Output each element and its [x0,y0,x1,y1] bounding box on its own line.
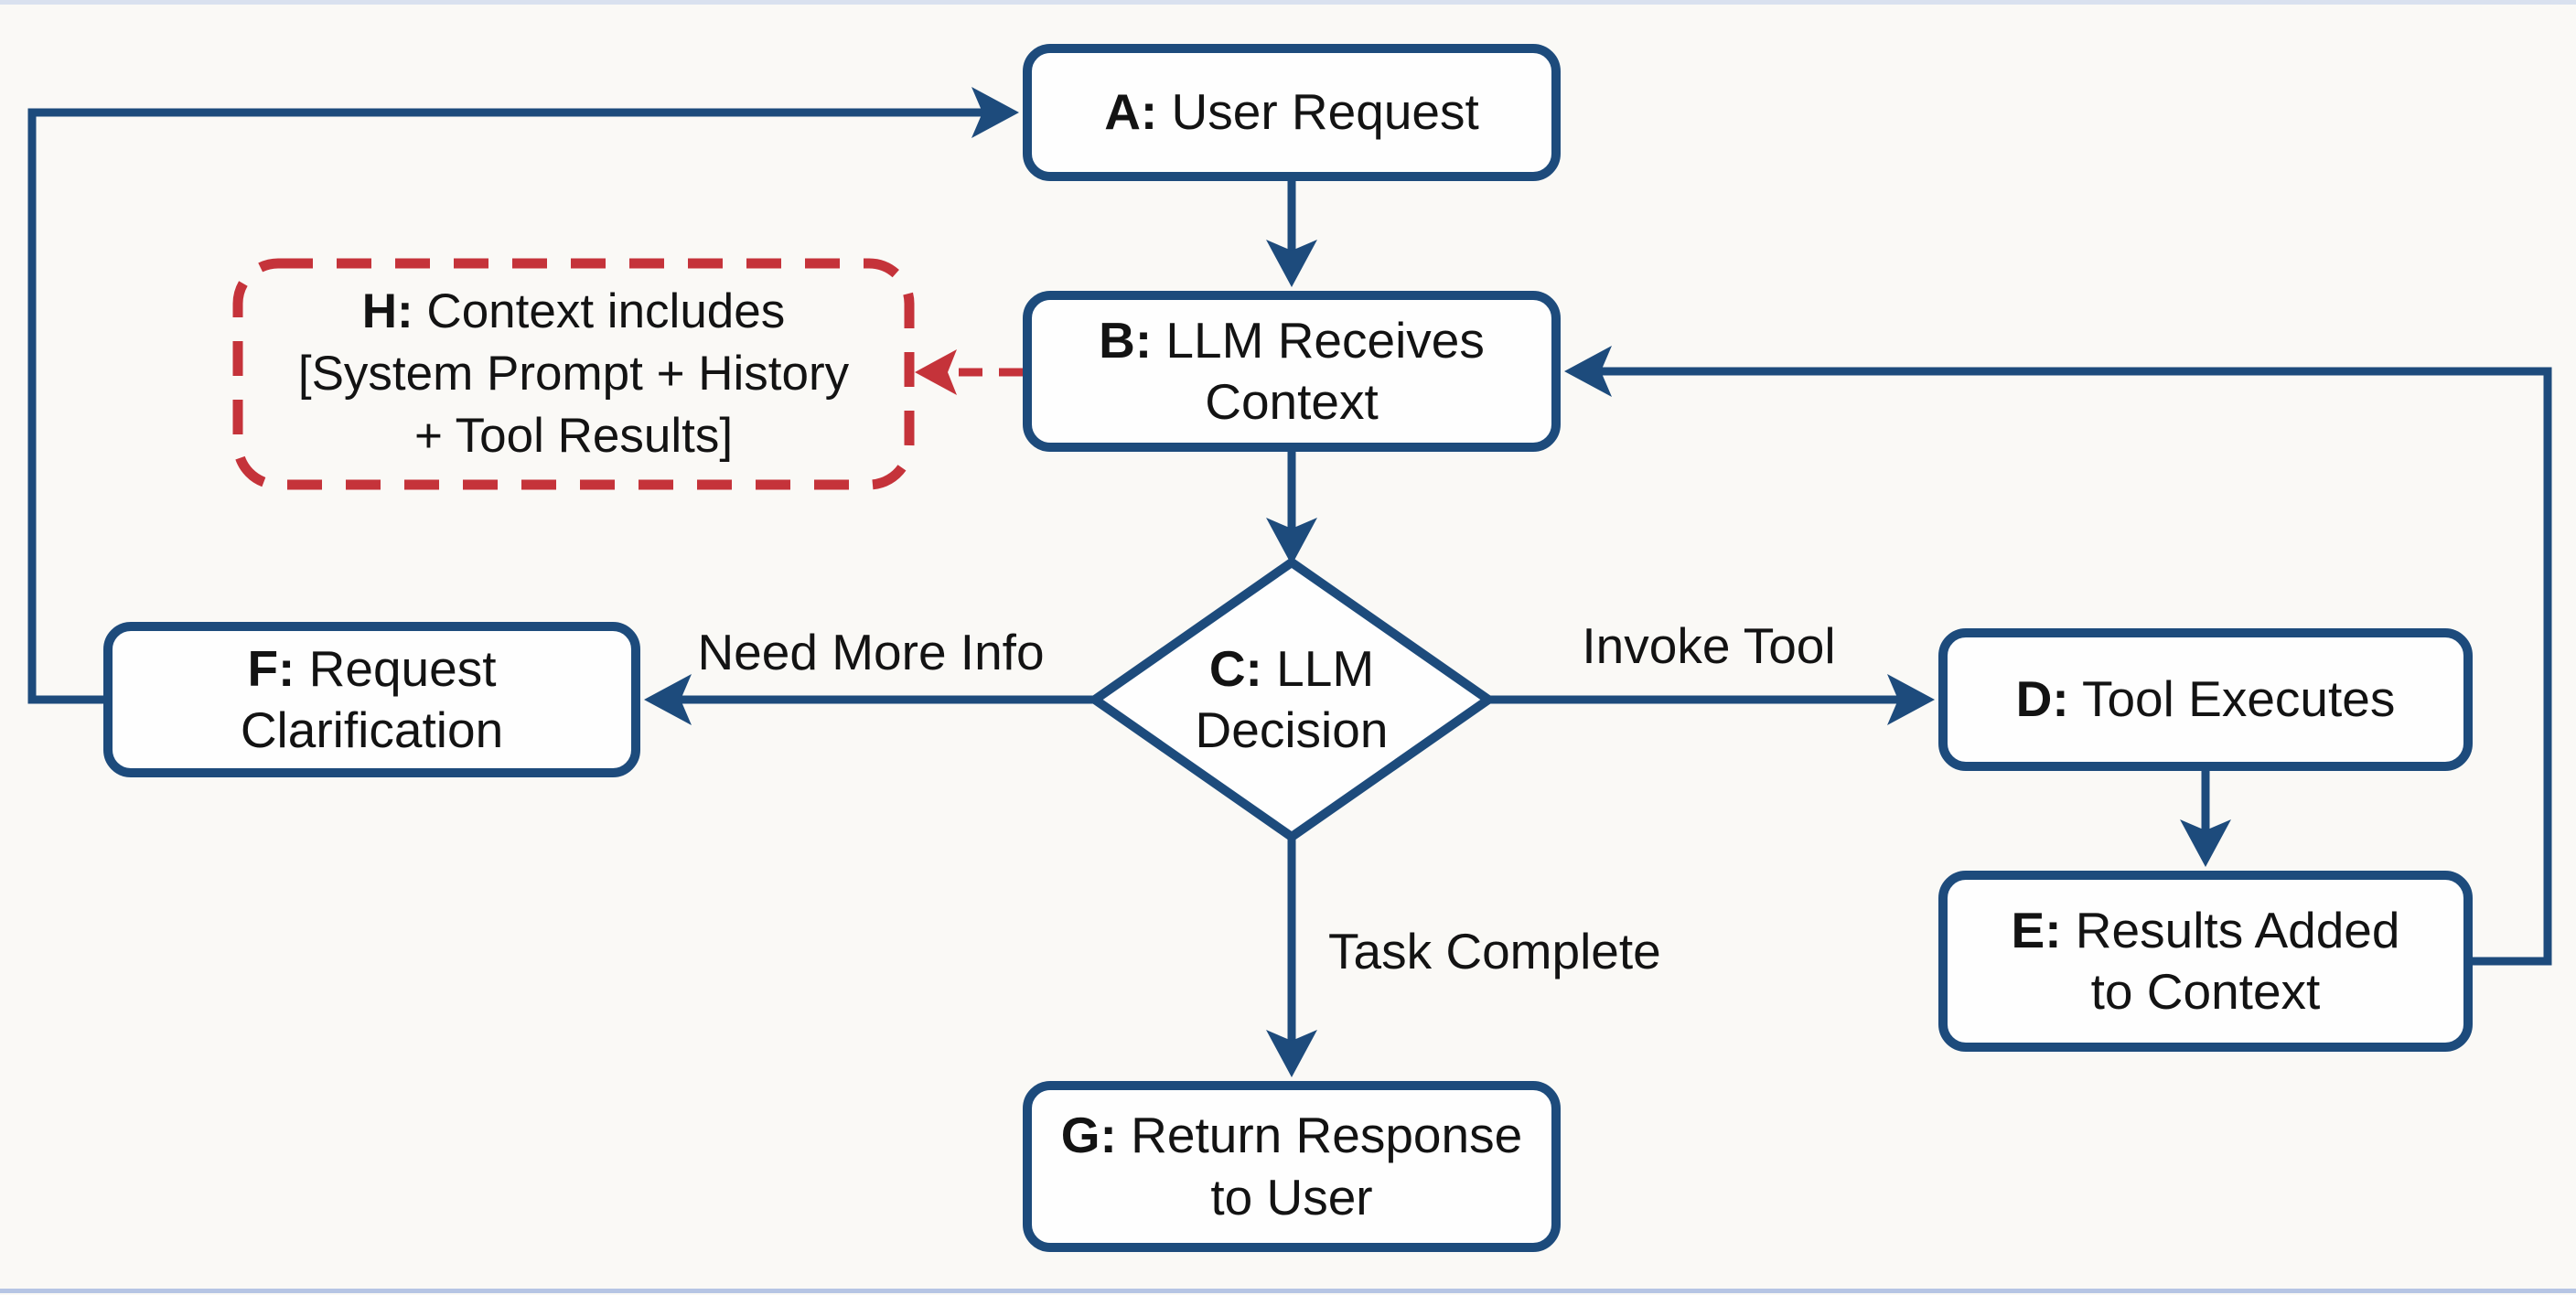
node-results-added: E: Results Added to Context [1938,871,2473,1052]
context-note-border [232,258,915,490]
node-c-prefix: C: [1208,639,1262,697]
node-user-request: A: User Request [1023,44,1561,181]
node-request-clarification-label: F: Request Clarification [240,639,504,758]
edge-e-to-b-loop [1586,367,2552,966]
node-llm-receives-context-label: B: LLM Receives Context [1099,311,1485,430]
arrowhead-into-e-top [2180,819,2231,867]
node-f-prefix: F: [247,639,295,697]
node-llm-receives-context: B: LLM Receives Context [1023,291,1561,452]
node-e-prefix: E: [2011,901,2062,958]
node-llm-decision-label: C: LLM Decision [1195,639,1389,758]
edge-label-invoke-tool: Invoke Tool [1582,617,1836,674]
node-f-text: Request [295,639,497,697]
arrowhead-into-d-left [1887,674,1935,725]
arrowheads [644,87,2231,1077]
arrowhead-into-b-top [1266,240,1317,287]
arrowhead-into-a-left [971,87,1019,138]
node-h-prefix: H: [361,284,413,339]
node-h-text: Context includes [413,284,786,339]
edge-label-need-more-info: Need More Info [697,624,1045,680]
node-context-note: H: Context includes [System Prompt + His… [238,263,909,485]
node-llm-decision: C: LLM Decision [1125,585,1458,814]
node-context-note-label: H: Context includes [System Prompt + His… [297,284,850,463]
edge-label-task-complete: Task Complete [1328,923,1661,979]
node-g-text: Return Response [1116,1107,1523,1164]
arrowhead-into-b-right [1564,346,1612,397]
node-tool-executes-label: D: Tool Executes [2016,669,2396,730]
arrowhead-into-g-top [1266,1030,1317,1077]
node-e-text: Results Added [2061,901,2400,958]
node-c-text: LLM [1261,639,1375,697]
arrowhead-into-h-right [915,349,957,395]
node-a-prefix: A: [1104,83,1158,141]
node-d-text: Tool Executes [2068,670,2396,728]
node-return-response-label: G: Return Response to User [1060,1107,1523,1225]
node-tool-executes: D: Tool Executes [1938,628,2473,771]
node-a-text: User Request [1157,83,1479,141]
arrowhead-into-c-top [1266,518,1317,565]
node-results-added-label: E: Results Added to Context [2011,901,2400,1020]
node-user-request-label: A: User Request [1104,81,1479,143]
node-g-prefix: G: [1060,1107,1117,1164]
node-b-prefix: B: [1099,311,1153,369]
node-request-clarification: F: Request Clarification [103,622,640,777]
node-return-response: G: Return Response to User [1023,1081,1561,1252]
arrowhead-into-f-right [644,674,692,725]
edge-f-to-a-loop [27,108,997,704]
node-b-text: LLM Receives [1152,311,1485,369]
node-d-prefix: D: [2015,670,2069,728]
